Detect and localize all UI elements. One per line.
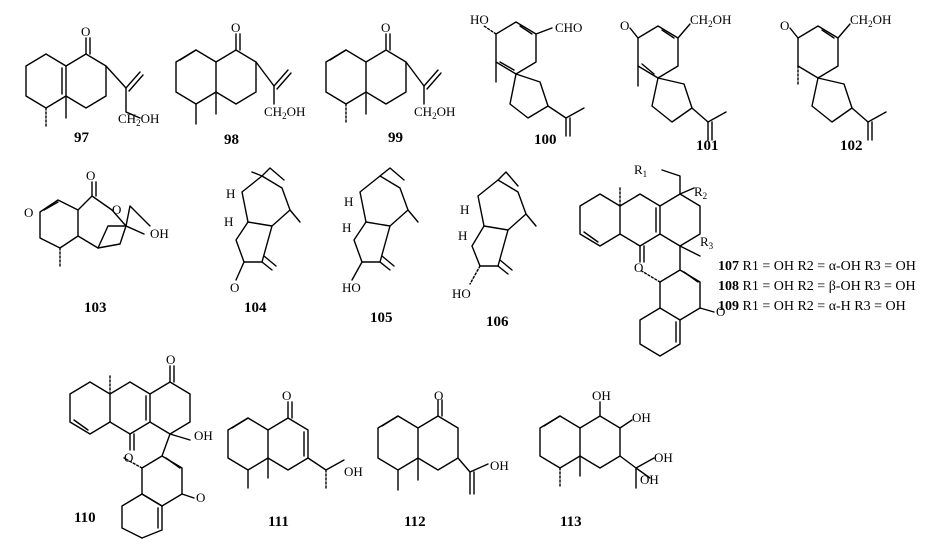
structure-106: H H HO 106 — [452, 171, 537, 330]
atom-label: O — [780, 18, 789, 33]
atom-label: CH2OH — [690, 12, 731, 29]
compound-number: 110 — [74, 510, 96, 526]
structure-103: O O O OH 103 — [24, 168, 169, 316]
atom-label: CH2OH — [264, 104, 305, 121]
compound-number: 105 — [370, 310, 393, 326]
atom-label: HO — [342, 280, 361, 295]
atom-label: R3 — [700, 234, 714, 251]
atom-label: H — [226, 186, 235, 201]
compound-number: 98 — [224, 132, 239, 148]
compound-number: 97 — [74, 130, 90, 146]
compound-number: 111 — [268, 514, 289, 530]
atom-label: H — [458, 228, 467, 243]
structure-107-109: R1 R2 R3 O O — [579, 162, 725, 357]
structure-100: HO CHO 100 — [470, 12, 585, 148]
atom-label: HO — [452, 286, 471, 301]
legend-row-108: 108 R1 = OH R2 = β-OH R3 = OH — [718, 279, 916, 294]
atom-label: O — [634, 260, 643, 275]
atom-label: OH — [592, 388, 611, 403]
atom-label: OH — [344, 464, 363, 479]
atom-label: CHO — [555, 20, 582, 35]
atom-label: OH — [654, 450, 673, 465]
structure-112: O OH 112 — [377, 388, 509, 530]
compound-number: 112 — [404, 514, 426, 530]
atom-label: H — [224, 214, 233, 229]
compound-number: 103 — [84, 300, 107, 316]
structure-102: O CH2OH 102 — [780, 12, 891, 154]
atom-label: CH2OH — [850, 12, 891, 29]
atom-label: O — [434, 388, 443, 403]
structure-110: O OH O O 110 — [69, 352, 213, 539]
atom-label: R1 — [634, 162, 647, 179]
atom-label: O — [112, 202, 121, 217]
compound-number: 104 — [244, 300, 267, 316]
compound-number: 113 — [560, 514, 582, 530]
legend: 107 R1 = OH R2 = α-OH R3 = OH 108 R1 = O… — [718, 259, 916, 314]
atom-label: H — [342, 220, 351, 235]
structure-101: O CH2OH 101 — [620, 12, 731, 154]
structure-113: OH OH OH OH 113 — [539, 388, 673, 530]
atom-label: O — [716, 304, 725, 319]
atom-label: HO — [470, 12, 489, 27]
structure-98: O CH2OH 98 — [175, 20, 305, 148]
structure-104: H H O 104 — [224, 167, 301, 316]
compound-number: 106 — [486, 314, 509, 330]
atom-label: O — [381, 20, 390, 35]
compound-number: 102 — [840, 138, 863, 154]
compound-number: 99 — [388, 130, 403, 146]
atom-label: O — [231, 20, 240, 35]
atom-label: O — [24, 205, 33, 220]
atom-label: H — [460, 202, 469, 217]
atom-label: O — [81, 24, 90, 39]
atom-label: O — [166, 352, 175, 367]
structure-97: O CH2OH 97 — [25, 24, 159, 146]
atom-label: O — [196, 490, 205, 505]
atom-label: OH — [150, 226, 169, 241]
atom-label: O — [124, 450, 133, 465]
structure-99: O CH2OH 99 — [325, 20, 455, 146]
atom-label: OH — [194, 428, 213, 443]
atom-label: OH — [632, 410, 651, 425]
atom-label: O — [86, 168, 95, 183]
atom-label: H — [344, 194, 353, 209]
atom-label: CH2OH — [414, 104, 455, 121]
atom-label: R2 — [694, 184, 707, 201]
atom-label: OH — [490, 458, 509, 473]
atom-label: O — [620, 18, 629, 33]
legend-row-109: 109 R1 = OH R2 = α-H R3 = OH — [718, 299, 906, 314]
compound-number: 100 — [534, 132, 557, 148]
atom-label: OH — [640, 472, 659, 487]
atom-label: CH2OH — [118, 111, 159, 128]
atom-label: O — [230, 280, 239, 295]
structure-105: H H HO 105 — [342, 167, 419, 326]
structure-111: O OH 111 — [227, 388, 363, 530]
compound-number: 101 — [696, 138, 719, 154]
atom-label: O — [282, 388, 291, 403]
legend-row-107: 107 R1 = OH R2 = α-OH R3 = OH — [718, 259, 916, 274]
